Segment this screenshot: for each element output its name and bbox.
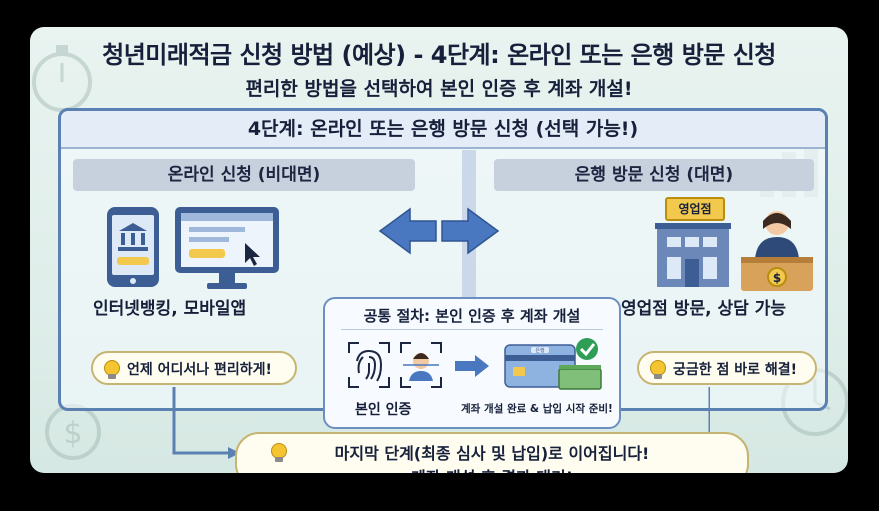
double-arrow-icon <box>378 207 500 255</box>
bank-teller-icon: $ <box>741 211 813 291</box>
step4-frame: 4단계: 온라인 또는 은행 방문 신청 (선택 가능!) 온라인 신청 (비대… <box>58 108 828 411</box>
online-tip-text: 언제 어디서나 편리하게! <box>127 362 272 378</box>
face-id-icon <box>400 342 442 388</box>
svg-text:$: $ <box>773 271 781 285</box>
fingerprint-icon <box>348 342 390 388</box>
done-label: 계좌 개설 완료 & 납입 시작 준비! <box>461 403 613 415</box>
smartphone-icon <box>107 207 159 287</box>
lightbulb-icon <box>650 360 666 379</box>
right-arrow-icon <box>455 355 489 377</box>
lightbulb-icon <box>104 360 120 379</box>
bank-tip-text: 궁금한 점 바로 해결! <box>673 362 798 378</box>
lightbulb-icon <box>271 443 287 462</box>
online-header: 온라인 신청 (비대면) <box>73 159 415 191</box>
auth-label: 본인 인증 <box>355 402 412 418</box>
page-subtitle: 편리한 방법을 선택하여 본인 인증 후 계좌 개설! <box>245 78 633 100</box>
online-tip: 언제 어디서나 편리하게! <box>91 351 297 385</box>
bank-building-icon <box>655 223 731 287</box>
bankcard-money-icon: 은행 <box>504 338 602 390</box>
svg-text:$: $ <box>63 416 82 451</box>
online-label: 인터넷뱅킹, 모바일앱 <box>93 299 247 319</box>
monitor-icon <box>175 207 279 289</box>
final-step-callout: 마지막 단계(최종 심사 및 납입)로 이어집니다! 계좌 개설 후 결과 대기… <box>235 432 749 473</box>
final-line1: 마지막 단계(최종 심사 및 납입)로 이어집니다! <box>334 444 650 463</box>
bank-label: 영업점 방문, 상담 가능 <box>621 299 786 319</box>
final-line2: 계좌 개설 후 결과 대기! <box>237 464 747 473</box>
infographic-card: $ 청년미래적금 신청 방법 (예상) - 4단계: 온라인 또는 은행 방문 … <box>30 27 848 473</box>
common-title: 공통 절차: 본인 인증 후 계좌 개설 <box>363 307 581 325</box>
step-banner: 4단계: 온라인 또는 은행 방문 신청 (선택 가능!) <box>61 111 825 149</box>
card-bank-text: 은행 <box>535 347 545 354</box>
bank-header: 은행 방문 신청 (대면) <box>494 159 814 191</box>
bank-tip: 궁금한 점 바로 해결! <box>637 351 817 385</box>
common-process-box: 공통 절차: 본인 인증 후 계좌 개설 은행 본인 인증 <box>323 297 621 429</box>
branch-sign: 영업점 <box>665 197 725 221</box>
page-title: 청년미래적금 신청 방법 (예상) - 4단계: 온라인 또는 은행 방문 신청 <box>102 41 776 69</box>
